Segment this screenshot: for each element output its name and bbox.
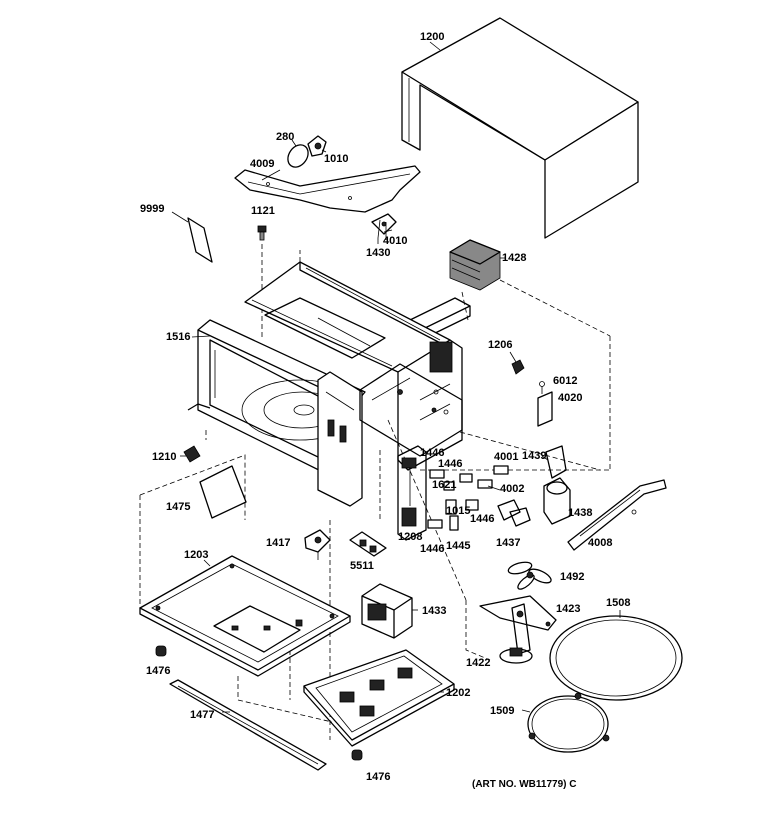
label-1438: 1438 <box>568 507 592 519</box>
label-1423: 1423 <box>556 603 580 615</box>
label-9999: 9999 <box>140 203 164 215</box>
insulation-sheet-1475 <box>199 465 247 519</box>
label-1437: 1437 <box>496 537 520 549</box>
magnetron-1428 <box>449 239 611 337</box>
label-1203: 1203 <box>184 549 208 561</box>
label-6012: 6012 <box>553 375 577 387</box>
art-number: (ART NO. WB11779) C <box>472 779 576 790</box>
label-1446-d: 1446 <box>420 543 444 555</box>
label-1476-b: 1476 <box>366 771 390 783</box>
switches-1446 <box>427 465 521 531</box>
label-1208: 1208 <box>398 531 422 543</box>
diode-1437 <box>509 507 531 527</box>
label-1202: 1202 <box>446 687 470 699</box>
label-card-9999 <box>171 211 213 263</box>
switch-1206 <box>509 351 525 375</box>
label-1206: 1206 <box>488 339 512 351</box>
label-1446-c: 1446 <box>470 513 494 525</box>
transformer-1433 <box>361 583 418 639</box>
bottom-plate-1202 <box>303 649 455 747</box>
lamp-280 <box>287 139 309 168</box>
label-1446-b: 1446 <box>438 458 462 470</box>
fan-blade-1492 <box>507 561 552 590</box>
label-4001: 4001 <box>494 451 518 463</box>
label-1445: 1445 <box>446 540 470 552</box>
label-4002: 4002 <box>500 483 524 495</box>
screw-1121 <box>257 225 267 340</box>
clamp-1210 <box>180 445 201 463</box>
label-4020: 4020 <box>558 392 582 404</box>
label-1621: 1621 <box>432 479 456 491</box>
label-1477: 1477 <box>190 709 214 721</box>
label-1446-a: 1446 <box>420 447 444 459</box>
relay-board-5511 <box>349 531 387 557</box>
lamp-socket-1010 <box>307 135 327 157</box>
label-1492: 1492 <box>560 571 584 583</box>
rail-1477 <box>169 679 327 771</box>
top-bracket-4009 <box>234 165 421 213</box>
label-1475: 1475 <box>166 501 190 513</box>
label-1422: 1422 <box>466 657 490 669</box>
label-1210: 1210 <box>152 451 176 463</box>
label-4008: 4008 <box>588 537 612 549</box>
label-1439: 1439 <box>522 450 546 462</box>
label-5511: 5511 <box>350 560 374 572</box>
foot-1476-bottom <box>351 749 363 761</box>
outer-case-1200 <box>401 17 639 239</box>
label-1433: 1433 <box>422 605 446 617</box>
fan-bracket-1423 <box>479 595 557 655</box>
label-1121: 1121 <box>251 205 275 217</box>
glass-turntable-1508 <box>549 610 683 701</box>
foot-1476-left <box>155 645 167 657</box>
label-1508: 1508 <box>606 597 630 609</box>
roller-ring-1509 <box>521 692 610 753</box>
label-280: 280 <box>276 131 294 143</box>
screw-6012 <box>539 381 545 394</box>
label-1428: 1428 <box>502 252 526 264</box>
capacitor-1438 <box>541 445 571 525</box>
label-1430: 1430 <box>366 247 390 259</box>
fuse-holder-4020 <box>537 391 553 427</box>
label-4009: 4009 <box>250 158 274 170</box>
label-4010: 4010 <box>383 235 407 247</box>
label-1516: 1516 <box>166 331 190 343</box>
oven-cavity <box>187 261 463 507</box>
label-1509: 1509 <box>490 705 514 717</box>
label-1476-a: 1476 <box>146 665 170 677</box>
base-plate-1203 <box>139 555 351 677</box>
stirrer-motor-1417 <box>304 529 331 560</box>
strap-4008 <box>567 479 667 551</box>
label-1417: 1417 <box>266 537 290 549</box>
thermostat-4010 <box>371 213 397 244</box>
turntable-motor-1422 <box>499 647 533 664</box>
label-1015: 1015 <box>446 505 470 517</box>
label-1010: 1010 <box>324 153 348 165</box>
interlock-bracket <box>397 445 427 541</box>
label-1200: 1200 <box>420 31 444 43</box>
